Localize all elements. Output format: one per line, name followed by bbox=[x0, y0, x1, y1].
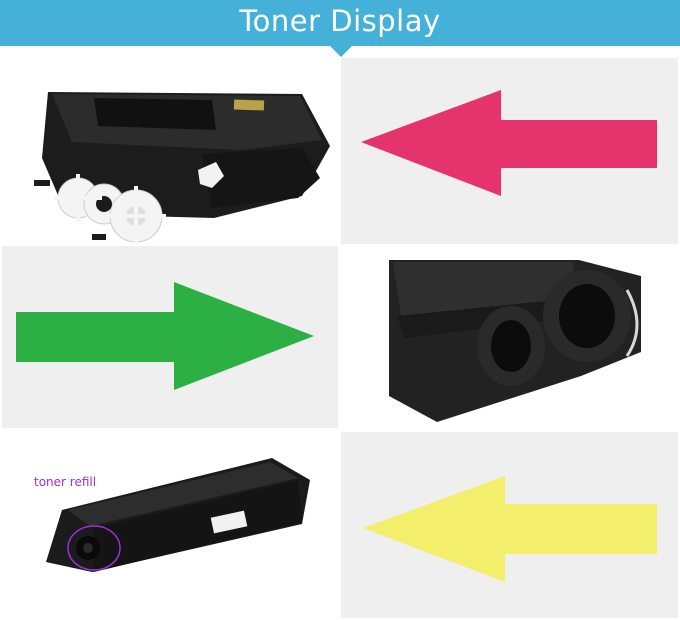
toner-cartridge-refill-image bbox=[46, 458, 310, 572]
toner-cartridge-gears-image bbox=[34, 92, 330, 244]
banner-notch bbox=[329, 45, 353, 57]
panel-cartridge-gears bbox=[2, 58, 338, 244]
panel-arrow-pink bbox=[341, 58, 678, 244]
arrow-left-icon bbox=[363, 476, 657, 582]
panel-arrow-green bbox=[2, 246, 338, 428]
arrow-left-icon bbox=[361, 90, 657, 196]
panel-cartridge-refill bbox=[2, 432, 338, 618]
toner-refill-label: toner refill bbox=[34, 475, 97, 489]
header-banner bbox=[0, 0, 680, 46]
toner-cartridge-ports-image bbox=[389, 260, 641, 422]
panel-arrow-yellow bbox=[341, 432, 678, 618]
arrow-right-icon bbox=[16, 282, 314, 390]
panel-cartridge-ports bbox=[341, 246, 678, 428]
page-title: Toner Display bbox=[239, 4, 441, 38]
